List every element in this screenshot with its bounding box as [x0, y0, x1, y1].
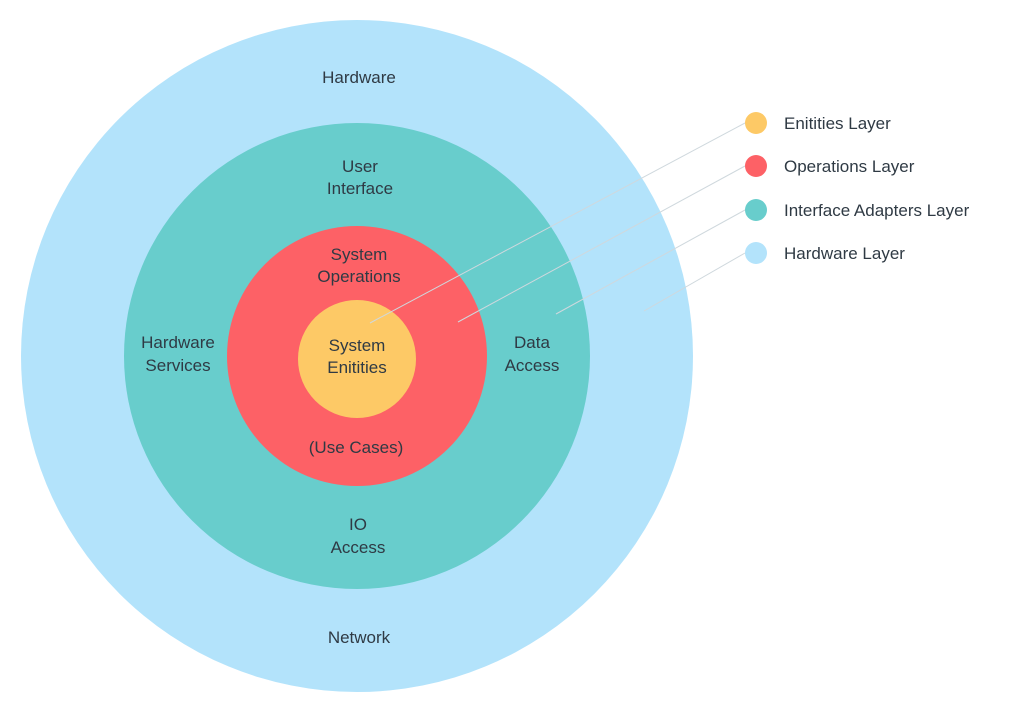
hardware-services-label-line1: Hardware [141, 333, 215, 352]
leader-line-interface-adapters [555, 209, 746, 315]
legend-item-entities: Enitities Layer [745, 112, 891, 134]
legend-swatch-interface-adapters [745, 199, 767, 221]
legend-item-hardware: Hardware Layer [745, 242, 905, 264]
hardware-top-label: Hardware [322, 68, 396, 87]
system-operations-label-line2: Operations [317, 267, 400, 286]
legend-swatch-entities [745, 112, 767, 134]
legend-item-operations: Operations Layer [745, 155, 915, 177]
use-cases-label: (Use Cases) [309, 438, 403, 457]
leader-line-hardware [643, 252, 746, 312]
io-access-label-line2: Access [331, 538, 386, 557]
user-interface-label-line1: User [342, 157, 378, 176]
user-interface-label-line2: Interface [327, 179, 393, 198]
network-bottom-label: Network [328, 628, 391, 647]
legend: Enitities Layer Operations Layer Interfa… [745, 112, 970, 264]
legend-item-interface-adapters: Interface Adapters Layer [745, 199, 970, 221]
system-entities-label-line2: Enitities [327, 358, 387, 377]
leader-line-entities [369, 122, 746, 324]
legend-label-entities: Enitities Layer [784, 114, 891, 133]
leader-line-operations [457, 165, 746, 323]
legend-swatch-operations [745, 155, 767, 177]
entities-core [298, 300, 416, 418]
legend-swatch-hardware [745, 242, 767, 264]
system-operations-label-line1: System [331, 245, 388, 264]
legend-label-interface-adapters: Interface Adapters Layer [784, 201, 970, 220]
legend-label-operations: Operations Layer [784, 157, 915, 176]
legend-label-hardware: Hardware Layer [784, 244, 905, 263]
hardware-services-label-line2: Services [145, 356, 210, 375]
data-access-label-line2: Access [505, 356, 560, 375]
system-entities-label-line1: System [329, 336, 386, 355]
io-access-label-line1: IO [349, 515, 367, 534]
data-access-label-line1: Data [514, 333, 550, 352]
